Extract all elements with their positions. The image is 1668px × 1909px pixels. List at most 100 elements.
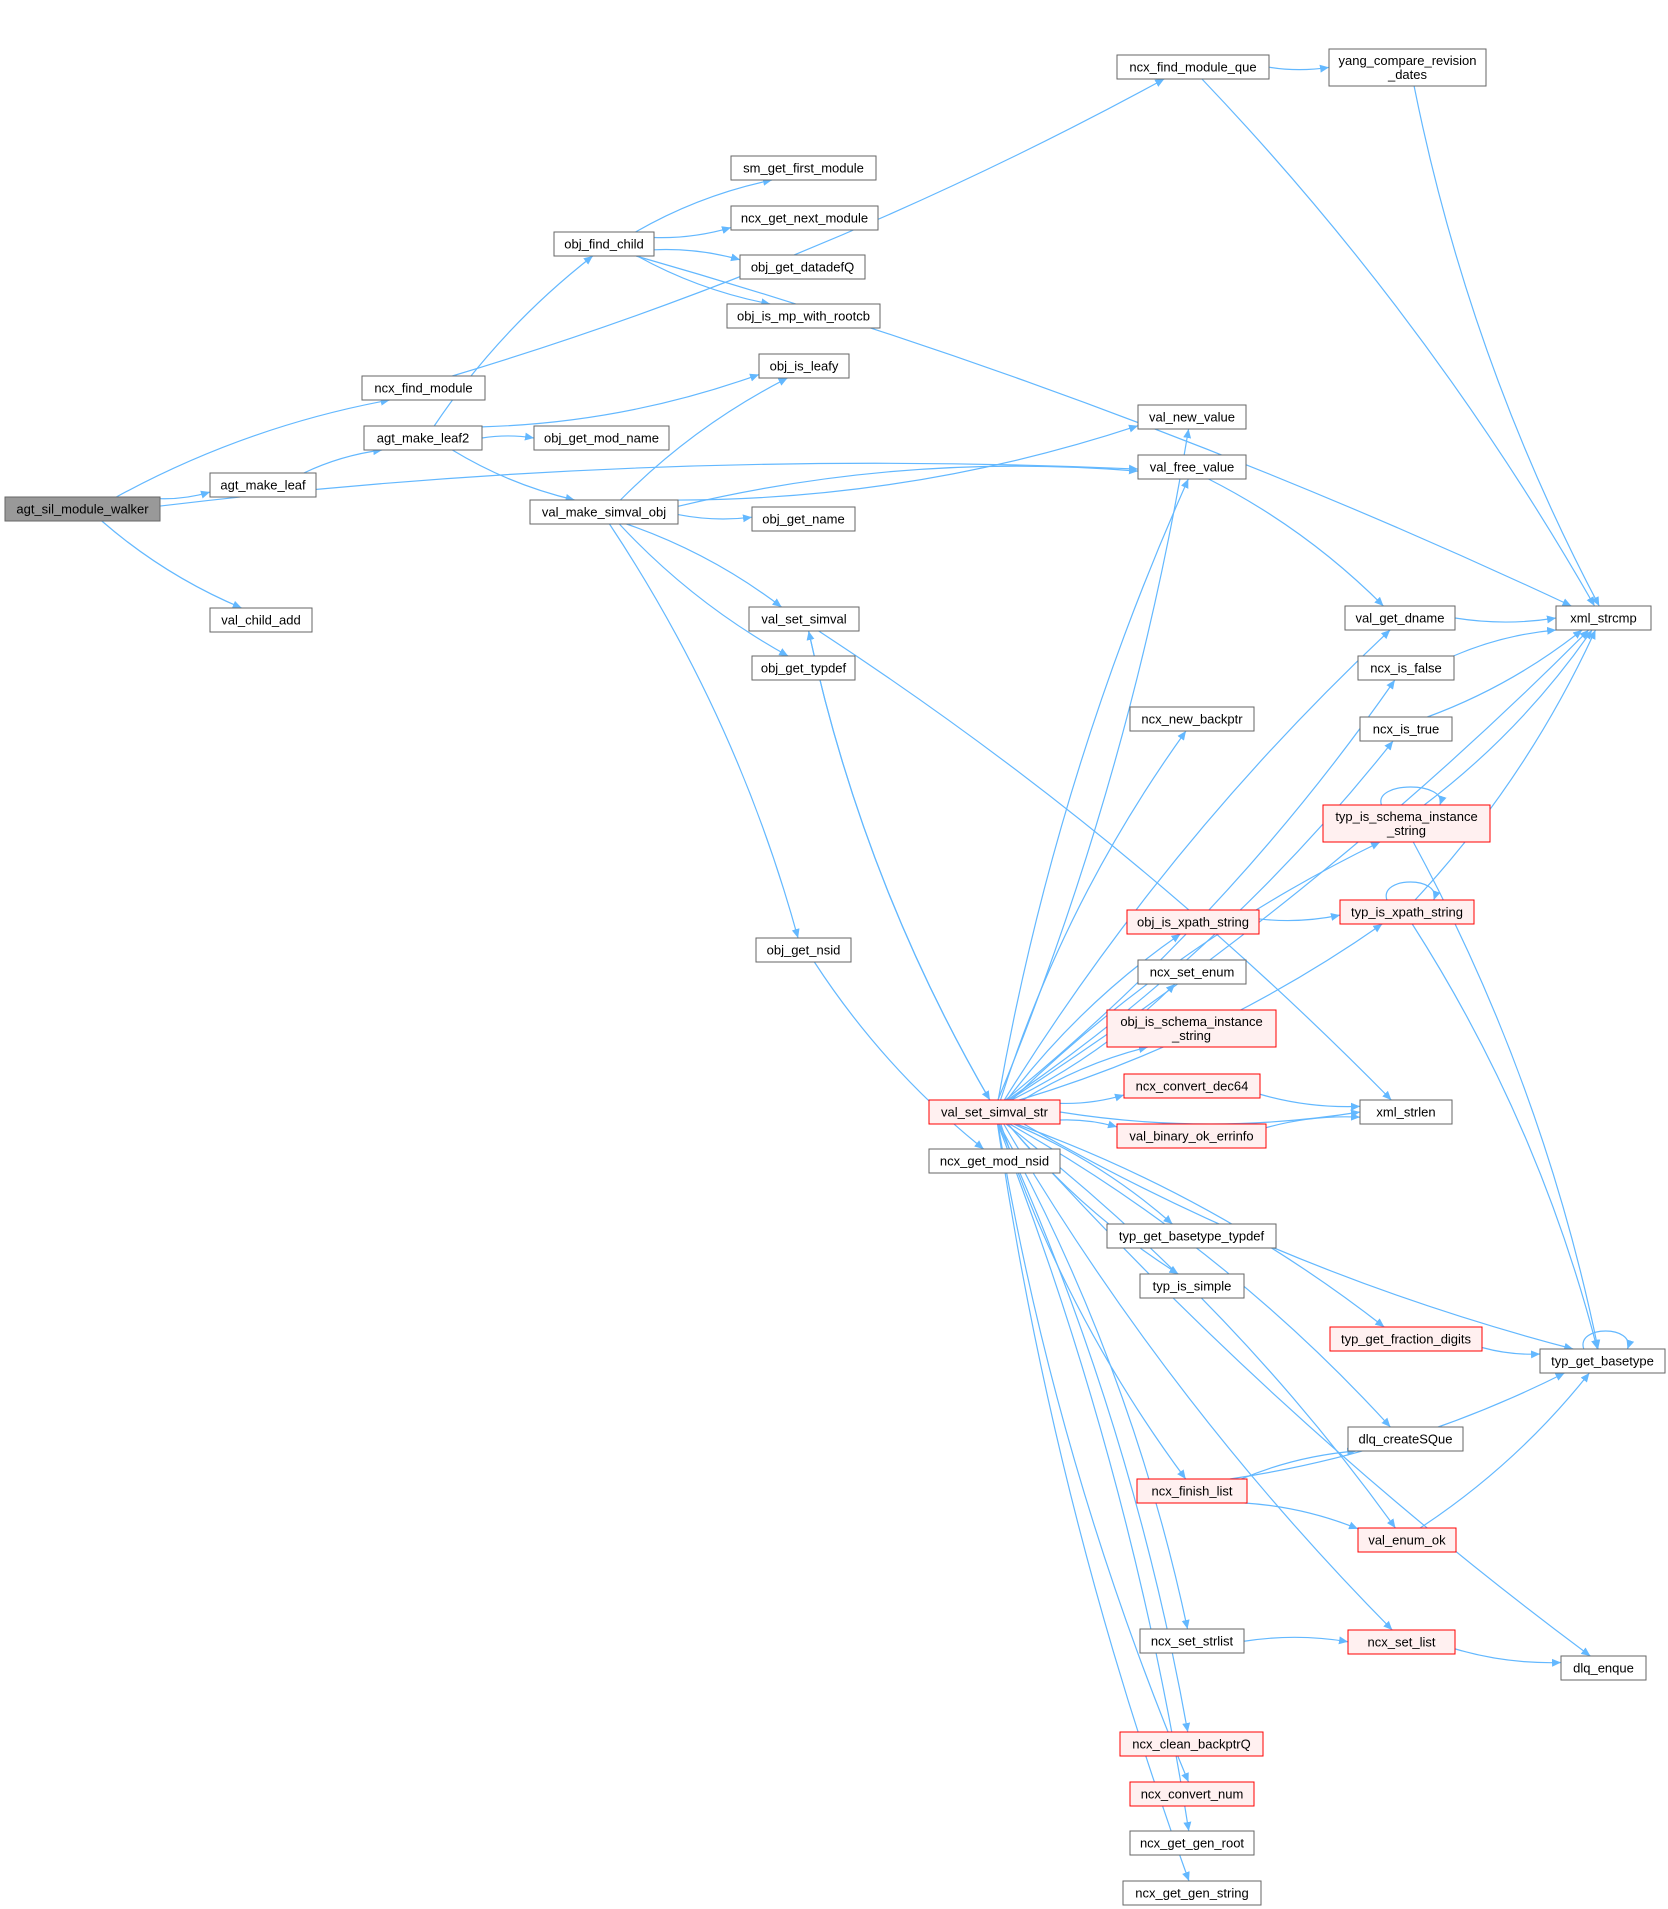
node-clean-backptr[interactable]: ncx_clean_backptrQ — [1119, 1731, 1264, 1757]
edge-make_simval_obj-to-new_value — [677, 424, 1139, 501]
edge-simval_str-to-set_simval — [806, 630, 991, 1101]
edge-simval_str-to-get_dname — [1003, 629, 1391, 1101]
node-dec64[interactable]: ncx_convert_dec64 — [1123, 1073, 1261, 1099]
node-xml-strlen[interactable]: xml_strlen — [1359, 1099, 1453, 1125]
node-set-strlist[interactable]: ncx_set_strlist — [1139, 1628, 1245, 1654]
node-find-module-que[interactable]: ncx_find_module_que — [1116, 54, 1270, 80]
node-box — [751, 506, 856, 532]
node-make-leaf[interactable]: agt_make_leaf — [209, 472, 317, 498]
node-is-false[interactable]: ncx_is_false — [1357, 655, 1455, 681]
node-label: _string — [1386, 823, 1426, 838]
node-box — [1344, 605, 1456, 631]
node-find-module[interactable]: ncx_find_module — [361, 375, 486, 401]
node-label: val_new_value — [1149, 410, 1235, 425]
node-is-leafy[interactable]: obj_is_leafy — [758, 353, 850, 379]
edge-make_simval_obj-to-nsid — [608, 523, 800, 939]
edge-simval_str-to-schema_typ — [1011, 841, 1381, 1101]
node-get-dname[interactable]: val_get_dname — [1344, 605, 1456, 631]
edge-enum_ok-to-get_basetype — [1419, 1372, 1590, 1529]
edge-simval_str-to-get_basetype — [1023, 1123, 1574, 1351]
edge-simval_str-to-new_backptr — [999, 730, 1187, 1101]
node-mod-nsid[interactable]: ncx_get_mod_nsid — [928, 1148, 1061, 1174]
node-gen-root[interactable]: ncx_get_gen_root — [1129, 1830, 1255, 1856]
node-label: ncx_get_gen_string — [1135, 1886, 1248, 1901]
node-new-backptr[interactable]: ncx_new_backptr — [1129, 706, 1255, 732]
node-mod-name[interactable]: obj_get_mod_name — [533, 425, 670, 451]
node-make-leaf2[interactable]: agt_make_leaf2 — [363, 425, 483, 451]
node-binary-ok[interactable]: val_binary_ok_errinfo — [1116, 1123, 1267, 1149]
edge-simval_str-to-binary_ok — [1059, 1119, 1118, 1129]
node-label: typ_get_fraction_digits — [1341, 1332, 1472, 1347]
node-create-sque[interactable]: dlq_createSQue — [1347, 1426, 1464, 1452]
node-mp-rootcb[interactable]: obj_is_mp_with_rootcb — [726, 303, 881, 329]
node-label: obj_is_leafy — [770, 359, 839, 374]
node-fraction[interactable]: typ_get_fraction_digits — [1329, 1326, 1483, 1352]
node-schema-typ[interactable]: typ_is_schema_instance_string — [1322, 804, 1491, 843]
node-label: ncx_get_gen_root — [1140, 1836, 1244, 1851]
node-next-module[interactable]: ncx_get_next_module — [730, 205, 879, 231]
node-nsid[interactable]: obj_get_nsid — [755, 937, 852, 963]
node-simval-str[interactable]: val_set_simval_str — [928, 1099, 1061, 1125]
edge-simval_str-to-xml_strcmp — [1008, 629, 1590, 1101]
node-label: ncx_find_module_que — [1129, 60, 1256, 75]
node-set-simval[interactable]: val_set_simval — [748, 606, 860, 632]
edge-xpath_typ-to-xml_strcmp — [1414, 629, 1597, 901]
node-basetype-typdef[interactable]: typ_get_basetype_typdef — [1106, 1223, 1277, 1249]
node-get-name[interactable]: obj_get_name — [751, 506, 856, 532]
node-set-enum[interactable]: ncx_set_enum — [1137, 959, 1247, 985]
node-xpath-typ[interactable]: typ_is_xpath_string — [1339, 899, 1475, 925]
node-label: obj_is_mp_with_rootcb — [737, 309, 870, 324]
node-xpath-obj[interactable]: obj_is_xpath_string — [1126, 909, 1260, 935]
node-convert-num[interactable]: ncx_convert_num — [1129, 1781, 1255, 1807]
edge-simval_str-to-new_value — [997, 428, 1192, 1101]
node-find-child[interactable]: obj_find_child — [553, 231, 655, 257]
node-typdef[interactable]: obj_get_typdef — [751, 655, 856, 681]
edge-xpath_typ-to-xpath_typ — [1385, 881, 1441, 901]
edge-xpath_obj-to-xpath_typ — [1258, 913, 1341, 922]
edge-free_value-to-get_dname — [1208, 478, 1384, 607]
edge-simval_str-to-enum_ok — [1005, 1123, 1396, 1529]
node-label: ncx_find_module — [374, 381, 472, 396]
node-free-value[interactable]: val_free_value — [1137, 454, 1247, 480]
node-label: typ_get_basetype — [1551, 1354, 1654, 1369]
node-label: val_binary_ok_errinfo — [1129, 1129, 1253, 1144]
node-make-simval-obj[interactable]: val_make_simval_obj — [529, 499, 679, 525]
node-label: dlq_createSQue — [1359, 1432, 1453, 1447]
node-walker[interactable]: agt_sil_module_walker — [4, 496, 161, 522]
node-yang-compare[interactable]: yang_compare_revision_dates — [1328, 48, 1487, 87]
node-gen-string[interactable]: ncx_get_gen_string — [1122, 1880, 1262, 1906]
edge-layer — [101, 64, 1635, 1882]
node-get-basetype[interactable]: typ_get_basetype — [1539, 1348, 1666, 1374]
edge-simval_str-to-xpath_obj — [1006, 933, 1181, 1101]
edge-xpath_typ-to-get_basetype — [1411, 923, 1599, 1350]
node-is-simple[interactable]: typ_is_simple — [1139, 1273, 1245, 1299]
edge-find_module_que-to-xml_strcmp — [1201, 78, 1596, 607]
edge-simval_str-to-basetype_typdef — [1013, 1123, 1173, 1225]
node-label: obj_get_name — [762, 512, 844, 527]
edge-simval_str-to-create_sque — [1009, 1123, 1391, 1428]
edge-simval_str-to-set_list — [1003, 1123, 1393, 1631]
edge-find_child-to-mp_rootcb — [636, 255, 771, 307]
node-box — [1122, 1880, 1262, 1906]
node-label: typ_is_simple — [1153, 1279, 1232, 1294]
node-box — [1129, 1830, 1255, 1856]
node-sm-first[interactable]: sm_get_first_module — [730, 155, 877, 181]
edge-simval_str-to-set_enum — [1011, 983, 1176, 1101]
node-new-value[interactable]: val_new_value — [1137, 404, 1247, 430]
edge-make_leaf2-to-mod_name — [481, 432, 535, 441]
edge-set_list-to-dlq_enque — [1454, 1648, 1562, 1667]
node-finish-list[interactable]: ncx_finish_list — [1136, 1478, 1248, 1504]
node-datadefq[interactable]: obj_get_datadefQ — [739, 254, 866, 280]
node-child-add[interactable]: val_child_add — [209, 607, 313, 633]
node-box — [363, 425, 483, 451]
node-is-true[interactable]: ncx_is_true — [1359, 716, 1453, 742]
node-dlq-enque[interactable]: dlq_enque — [1560, 1655, 1647, 1681]
node-box — [1106, 1223, 1277, 1249]
node-schema-obj[interactable]: obj_is_schema_instance_string — [1106, 1009, 1277, 1048]
node-xml-strcmp[interactable]: xml_strcmp — [1555, 605, 1652, 631]
edge-simval_str-to-set_strlist — [998, 1123, 1190, 1630]
node-enum-ok[interactable]: val_enum_ok — [1357, 1527, 1457, 1553]
node-label: ncx_new_backptr — [1141, 712, 1243, 727]
node-box — [1123, 1073, 1261, 1099]
node-set-list[interactable]: ncx_set_list — [1347, 1629, 1456, 1655]
